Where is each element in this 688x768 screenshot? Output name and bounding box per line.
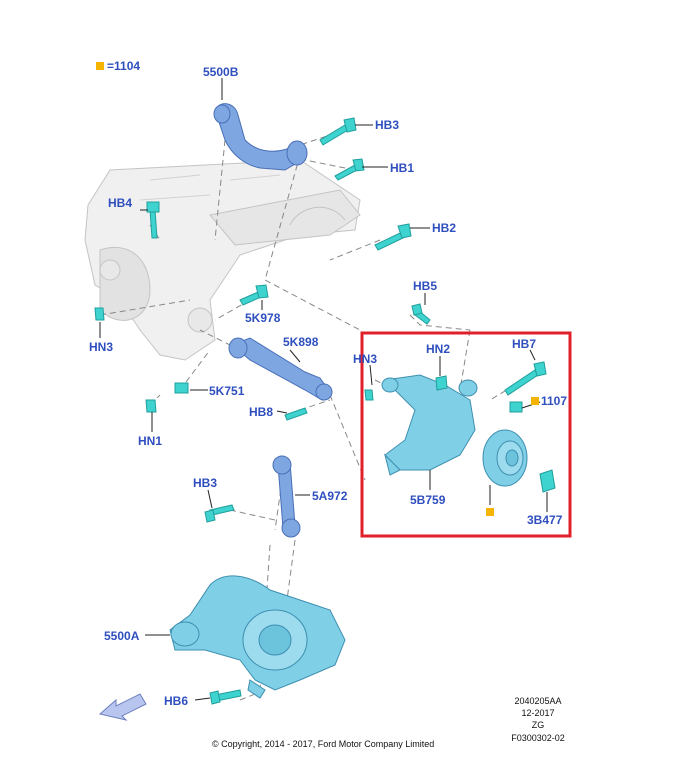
knuckle-5B759	[381, 374, 478, 476]
copyright: © Copyright, 2014 - 2017, Ford Motor Com…	[212, 739, 435, 749]
callout-hn2: HN2	[426, 342, 451, 356]
callout-5b759: 5B759	[410, 493, 446, 507]
callout-5k898: 5K898	[283, 335, 319, 349]
toe-link-5K898	[228, 337, 333, 401]
callout-hb8: HB8	[249, 405, 274, 419]
callout-5k978: 5K978	[245, 311, 281, 325]
legend: =1104	[96, 59, 140, 73]
orange-square-icon	[96, 62, 104, 70]
link-5A972	[272, 455, 301, 538]
callout-3b477: 3B477	[527, 513, 563, 527]
legend-label: =1104	[107, 59, 141, 73]
hub-bearing	[482, 429, 528, 487]
upper-arm-5500B	[213, 103, 308, 171]
callout-hn3-left: HN3	[89, 340, 114, 354]
doc-figure: F0300302-02	[511, 733, 565, 743]
callout-hb6: HB6	[164, 694, 189, 708]
callout-hb2: HB2	[432, 221, 457, 235]
callout-hb4: HB4	[108, 196, 133, 210]
direction-arrow-icon	[98, 693, 147, 721]
callout-hn1: HN1	[138, 434, 163, 448]
highlight-box	[360, 331, 572, 538]
knuckle-5500A	[169, 575, 346, 699]
callout-1107: 1107	[541, 394, 568, 408]
callout-hb1: HB1	[390, 161, 415, 175]
bolts	[94, 117, 556, 705]
doc-code: ZG	[531, 720, 545, 730]
callout-5500B: 5500B	[203, 65, 239, 79]
callout-hn3-mid: HN3	[353, 352, 378, 366]
orange-marker-1107	[531, 397, 539, 405]
subframe	[84, 159, 361, 361]
callout-hb3-top: HB3	[375, 118, 400, 132]
callout-5500A: 5500A	[104, 629, 140, 643]
callout-hb7: HB7	[512, 337, 537, 351]
callout-5a972: 5A972	[312, 489, 348, 503]
callout-hb3-low: HB3	[193, 476, 218, 490]
doc-date: 12-2017	[521, 708, 555, 718]
callout-5k751: 5K751	[209, 384, 245, 398]
callout-hb5: HB5	[413, 279, 438, 293]
orange-marker-hub	[486, 508, 494, 516]
doc-ref: 2040205AA	[514, 696, 562, 706]
